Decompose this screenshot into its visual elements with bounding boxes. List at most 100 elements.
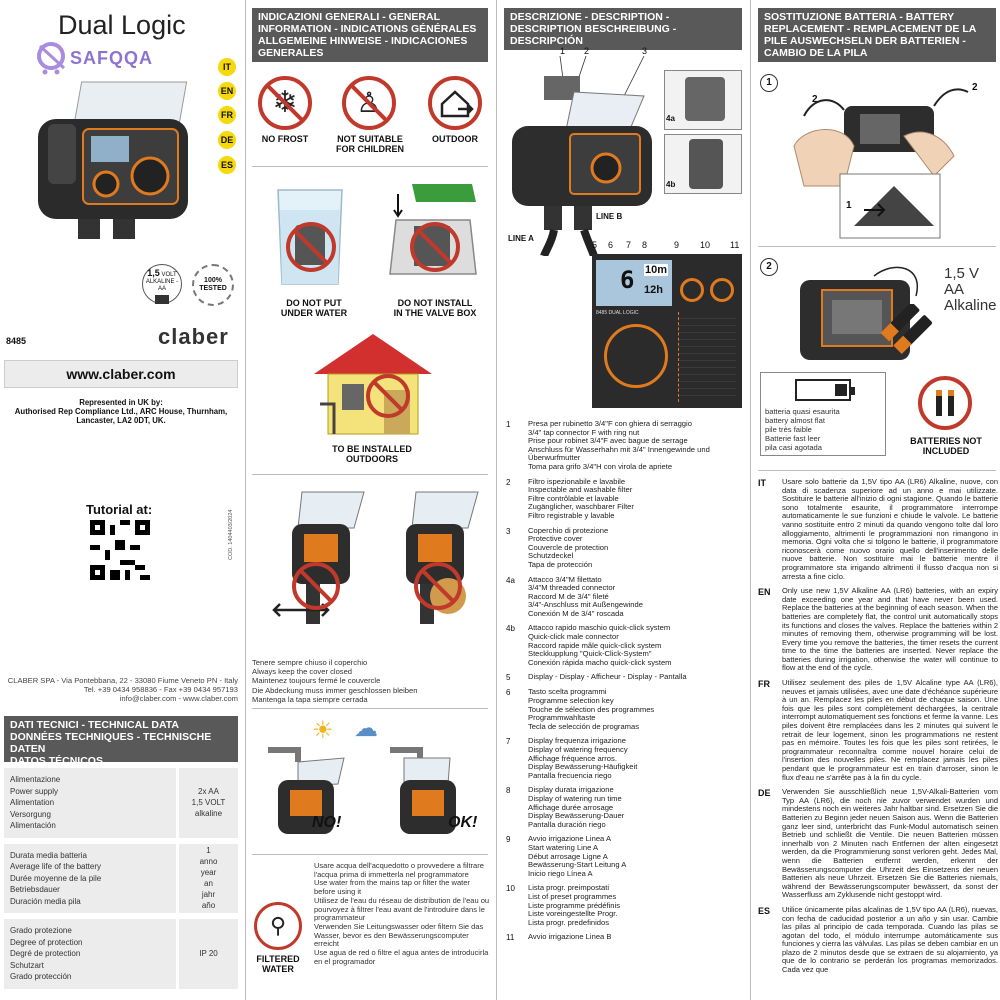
connector-4a-box (664, 70, 742, 130)
lang-badge-it: IT (218, 58, 236, 76)
low-battery-text: batteria quasi esaurita battery almost f… (765, 407, 840, 452)
spec-value: 1 anno year an jahr año (176, 843, 238, 913)
rain-cloud-icon: ☁ (354, 715, 378, 742)
spec-row-protection: Grado protezione Degree of protection De… (4, 913, 238, 989)
callout-9: 9 (674, 240, 680, 250)
start-line-a-button[interactable] (680, 278, 704, 302)
outdoor-install-label: TO BE INSTALLED OUTDOORS (332, 444, 412, 464)
section-divider (252, 708, 488, 709)
section-divider (252, 474, 488, 475)
no-frost-label: NO FROST (261, 134, 309, 144)
step-2-badge: 2 (760, 258, 778, 276)
callout-1: 1 (560, 46, 566, 56)
website-box: www.claber.com (4, 360, 238, 388)
open-battery-illustration (793, 88, 969, 239)
callout-7: 7 (626, 240, 632, 250)
no-indoor-icon (366, 374, 410, 418)
callout-6: 6 (608, 240, 614, 250)
batteries-not-included-icon (918, 376, 972, 430)
tutorial-label: Tutorial at: (86, 502, 153, 517)
battery-column: SOSTITUZIONE BATTERIA - BATTERY REPLACEM… (754, 0, 1000, 1000)
brand-logo: claber (158, 324, 229, 349)
no-label: NO! (312, 814, 342, 831)
column-divider (750, 0, 751, 1000)
lang-badge-fr: FR (218, 106, 236, 124)
start-line-b-button[interactable] (710, 278, 734, 302)
battery-icon (155, 295, 169, 304)
general-info-header: INDICAZIONI GENERALI - GENERAL INFORMATI… (252, 8, 488, 62)
spec-label: Durata media batteria Average life of th… (10, 850, 102, 906)
spec-value: IP 20 (176, 919, 238, 989)
no-children-icon: ♙ (342, 76, 396, 130)
tested-badge: 100% TESTED (192, 264, 234, 306)
no-children-label: NOT SUITABLE FOR CHILDREN (336, 134, 404, 154)
callout-8: 8 (642, 240, 648, 250)
no-valvebox-label: DO NOT INSTALL IN THE VALVE BOX (393, 298, 477, 318)
sun-icon: ☀ (312, 717, 334, 744)
outdoor-label: OUTDOOR (432, 134, 478, 144)
lcd-display: 6 10m 12h (596, 260, 672, 306)
product-title: Dual Logic (58, 10, 186, 40)
callout-10: 10 (700, 240, 711, 250)
cart-icon (37, 42, 66, 75)
arrow-label-b: 2 (972, 82, 978, 93)
section-divider (252, 854, 488, 855)
product-code: 8485 (6, 336, 27, 346)
watermark-text: SAFQQA (70, 47, 154, 68)
program-selector-dial[interactable] (604, 324, 668, 388)
line-a-label: LINE A (508, 234, 534, 243)
line-b-label: LINE B (596, 212, 623, 221)
arrow-label-c: 1 (846, 200, 852, 211)
device-diagram-top (512, 56, 652, 256)
no-animal-icon (414, 562, 462, 610)
aa-batteries-icon (880, 304, 933, 355)
arrow-label-a: 2 (812, 94, 818, 105)
no-frost-icon: ❄ (258, 76, 312, 130)
connector-4b-box (664, 134, 742, 194)
website-link[interactable]: www.claber.com (66, 366, 176, 382)
battery-header: SOSTITUZIONE BATTERIA - BATTERY REPLACEM… (758, 8, 996, 62)
ok-label: OK! (448, 814, 478, 831)
control-panel-diagram: 6 10m 12h 8485 DUAL LOGIC (592, 254, 742, 408)
battery-spec-label: 1,5 V AA Alkaline (944, 265, 997, 314)
column-divider (496, 0, 497, 1000)
spec-value: 2x AA 1,5 VOLT alkaline (176, 768, 238, 838)
filtered-water-label: FILTERED WATER (256, 954, 300, 974)
spec-label: Alimentazione Power supply Alimentation … (10, 775, 61, 830)
description-column: DESCRIZIONE - DESCRIPTION - DESCRIPTION … (500, 0, 746, 1000)
insert-battery-illustration (800, 266, 919, 360)
filtered-water-icon: ⚲ (254, 902, 302, 950)
lcd-program-number: 6 (620, 266, 635, 294)
spec-row-power: Alimentazione Power supply Alimentation … (4, 762, 238, 838)
column-divider (245, 0, 246, 1000)
uk-representative: Represented in UK by: Authorised Rep Com… (14, 398, 228, 425)
batteries-not-included-label: BATTERIES NOT INCLUDED (910, 436, 982, 456)
description-header: DESCRIZIONE - DESCRIPTION - DESCRIPTION … (504, 8, 742, 50)
spec-row-battery-life: Durata media batteria Average life of th… (4, 837, 238, 913)
callout-3: 3 (642, 46, 648, 56)
lcd-duration: 12h (644, 284, 663, 296)
lang-badge-es: ES (218, 156, 236, 174)
product-illustration (38, 81, 188, 239)
low-battery-box: batteria quasi esaurita battery almost f… (760, 372, 886, 456)
cover-instruction: Tenere sempre chiuso il coperchio Always… (252, 658, 418, 704)
step-1-badge: 1 (760, 74, 778, 92)
label-4a: 4a (666, 114, 675, 123)
no-handling-icon (292, 562, 340, 610)
spec-label: Grado protezione Degree of protection De… (10, 926, 83, 981)
qr-code[interactable] (90, 520, 150, 580)
low-battery-icon (795, 379, 855, 401)
